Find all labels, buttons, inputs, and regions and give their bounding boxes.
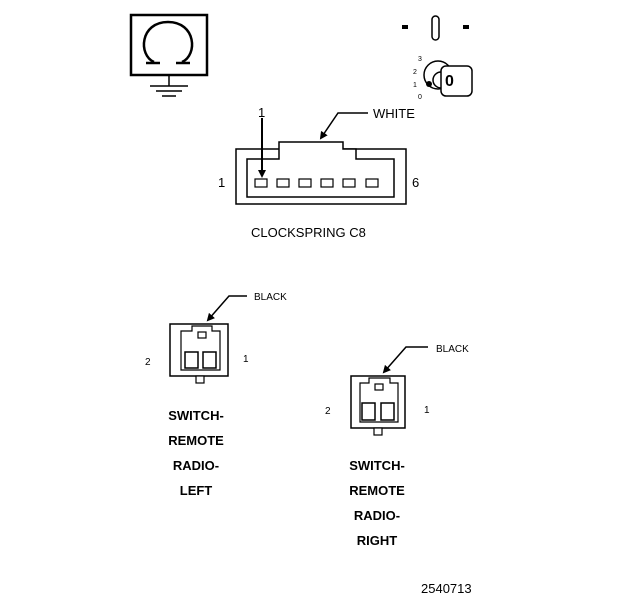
clockspring-caption: CLOCKSPRING C8 (251, 225, 366, 240)
clockspring-cavity-6 (365, 178, 379, 188)
switch-right-caption-4: RIGHT (357, 533, 398, 548)
switch-left-caption-3: RADIO- (173, 458, 219, 473)
switch-right-leader (382, 346, 428, 374)
clockspring-cavity-5 (342, 178, 356, 188)
switch-right-right-pin: 1 (424, 405, 430, 416)
white-wire-leader (319, 112, 368, 140)
switch-left-leader (206, 295, 247, 322)
switch-right-cavity-2 (361, 402, 376, 421)
switch-left-left-pin: 2 (145, 357, 151, 368)
clockspring-wire-color: WHITE (373, 106, 415, 121)
clockspring-cavity-3 (298, 178, 312, 188)
clockspring-connector: 1 WHITE 1 6 CLOCKSPRING C8 (218, 105, 419, 240)
switch-right-caption-2: REMOTE (349, 483, 405, 498)
switch-right-connector: BLACK 2 1 SWITCH- REMOTE RADIO- RIGHT (325, 344, 469, 548)
switch-right-caption-3: RADIO- (354, 508, 400, 523)
switch-left-cavity-1 (202, 351, 217, 369)
ignition-pos-1: 1 (413, 82, 417, 89)
ignition-key-position: 0 (445, 73, 454, 90)
ignition-pos-0: 0 (418, 94, 422, 101)
clockspring-right-pin: 6 (412, 175, 419, 190)
ignition-pos-3: 3 (418, 56, 422, 63)
switch-right-wire-color: BLACK (436, 344, 469, 355)
switch-left-wire-color: BLACK (254, 292, 287, 303)
switch-left-caption-2: REMOTE (168, 433, 224, 448)
clockspring-cavity-2 (276, 178, 290, 188)
switch-right-cavity-1 (380, 402, 395, 421)
ohmmeter-icon (129, 13, 209, 97)
switch-left-caption-4: LEFT (180, 483, 213, 498)
switch-left-connector: BLACK 2 1 SWITCH- REMOTE RADIO- LEFT (145, 292, 287, 498)
switch-left-right-pin: 1 (243, 354, 249, 365)
switch-left-cavity-2 (184, 351, 199, 369)
clockspring-pointer-pin: 1 (258, 105, 265, 120)
switch-right-caption-1: SWITCH- (349, 458, 405, 473)
ignition-pos-2: 2 (413, 69, 417, 76)
clockspring-cavity-4 (320, 178, 334, 188)
ignition-key-icon: 3 2 1 0 0 (402, 15, 473, 101)
switch-right-left-pin: 2 (325, 406, 331, 417)
figure-number: 2540713 (421, 581, 472, 596)
clockspring-cavity-1 (254, 178, 268, 188)
clockspring-left-pin: 1 (218, 175, 225, 190)
switch-left-caption-1: SWITCH- (168, 408, 224, 423)
